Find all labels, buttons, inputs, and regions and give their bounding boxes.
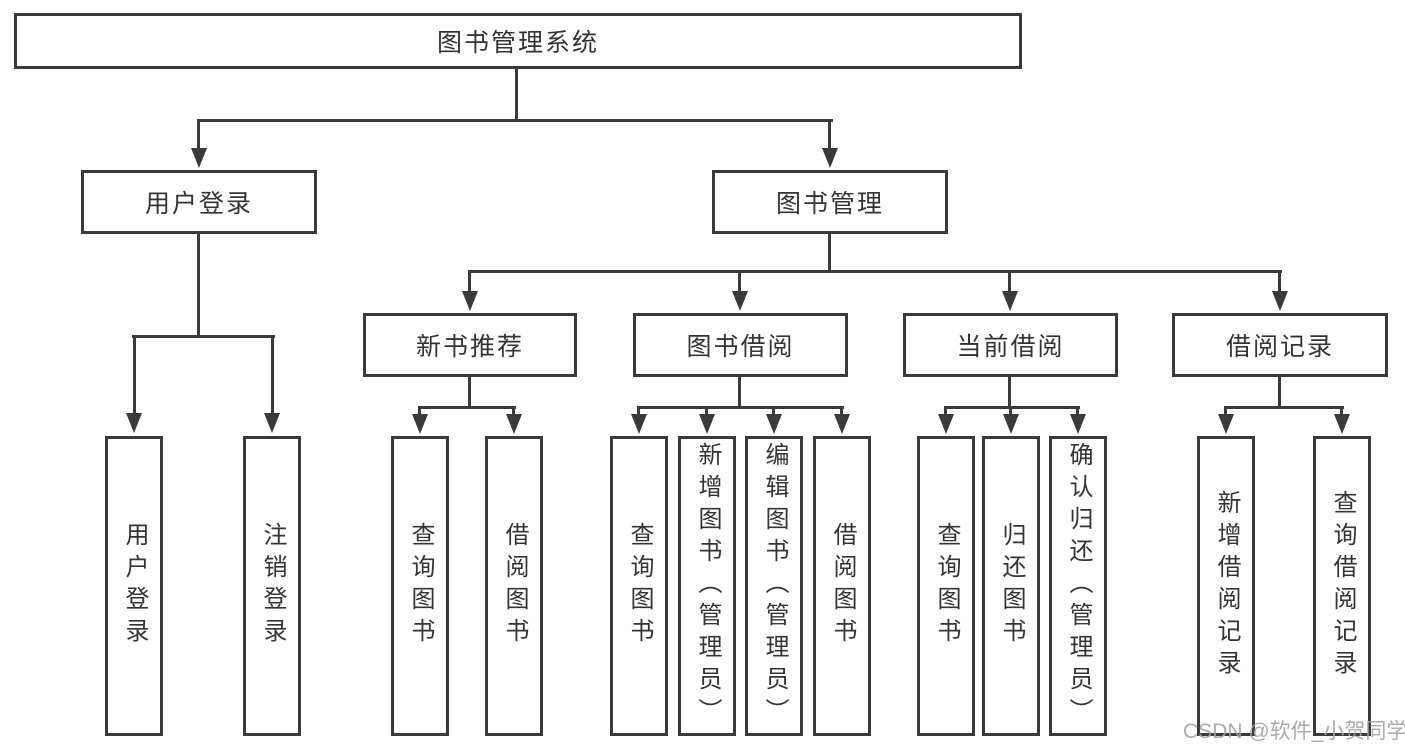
connector-line: [828, 234, 831, 272]
connector-line: [468, 270, 1282, 273]
connector-line: [1224, 408, 1227, 416]
connector-line: [1076, 408, 1079, 416]
arrow-down-icon: [834, 414, 850, 434]
csdn-watermark: CSDN @软件_小贺同学: [1183, 720, 1405, 743]
connector-line: [468, 377, 471, 408]
leaf-label: 新增图书（管理员）: [694, 442, 721, 730]
node-book-borrowing: 图书借阅: [633, 313, 848, 377]
leaf-borrow-books-recommendation: 借阅图书: [485, 436, 543, 736]
node-label: 借阅记录: [1225, 333, 1334, 361]
leaf-user-login: 用户登录: [105, 436, 163, 736]
connector-line: [1008, 272, 1011, 292]
node-label: 图书管理: [775, 190, 884, 218]
arrow-down-icon: [1334, 414, 1350, 434]
arrow-down-icon: [1272, 291, 1288, 311]
connector-line: [738, 377, 741, 408]
leaf-borrow-books-borrowing: 借阅图书: [813, 436, 871, 736]
leaf-label: 查询借阅记录: [1329, 490, 1356, 682]
connector-line: [1009, 408, 1012, 416]
arrow-down-icon: [766, 414, 782, 434]
connector-line: [468, 272, 471, 292]
leaf-edit-books-admin: 编辑图书（管理员）: [745, 436, 803, 736]
connector-line: [944, 408, 947, 416]
leaf-label: 查询图书: [626, 522, 653, 650]
arrow-down-icon: [126, 413, 142, 433]
node-label: 图书借阅: [686, 333, 795, 361]
connector-line: [512, 408, 515, 416]
arrow-down-icon: [462, 291, 478, 311]
node-label: 用户登录: [144, 190, 253, 218]
arrow-down-icon: [1002, 291, 1018, 311]
arrow-down-icon: [699, 414, 715, 434]
node-borrowing-records: 借阅记录: [1172, 313, 1388, 377]
connector-line: [637, 406, 844, 409]
arrow-down-icon: [191, 148, 207, 168]
connector-line: [197, 119, 833, 122]
connector-line: [1278, 272, 1281, 292]
leaf-query-borrow-record: 查询借阅记录: [1313, 436, 1371, 736]
arrow-down-icon: [1070, 414, 1086, 434]
leaf-add-borrow-record: 新增借阅记录: [1197, 436, 1255, 736]
leaf-label: 用户登录: [121, 522, 148, 650]
node-current-borrowing: 当前借阅: [903, 313, 1118, 377]
arrow-down-icon: [938, 414, 954, 434]
leaf-label: 归还图书: [998, 522, 1025, 650]
leaf-label: 注销登录: [259, 522, 286, 650]
arrow-down-icon: [631, 414, 647, 434]
leaf-label: 新增借阅记录: [1213, 490, 1240, 682]
node-book-management: 图书管理: [712, 170, 948, 234]
connector-line: [840, 408, 843, 416]
node-label: 图书管理系统: [436, 29, 599, 57]
arrow-down-icon: [822, 148, 838, 168]
node-label: 新书推荐: [415, 333, 524, 361]
node-library-management-system: 图书管理系统: [14, 13, 1022, 69]
leaf-add-books-admin: 新增图书（管理员）: [678, 436, 736, 736]
connector-line: [738, 272, 741, 292]
arrow-down-icon: [732, 291, 748, 311]
leaf-query-books-borrowing: 查询图书: [610, 436, 668, 736]
connector-line: [271, 337, 274, 414]
connector-line: [197, 121, 200, 149]
leaf-logout: 注销登录: [243, 436, 301, 736]
connector-line: [418, 406, 516, 409]
leaf-query-books-recommendation: 查询图书: [391, 436, 449, 736]
arrow-down-icon: [1218, 414, 1234, 434]
connector-line: [828, 121, 831, 149]
leaf-label: 编辑图书（管理员）: [761, 442, 788, 730]
leaf-query-books-current: 查询图书: [917, 436, 975, 736]
node-new-book-recommendation: 新书推荐: [363, 313, 577, 377]
connector-line: [944, 406, 1080, 409]
connector-line: [133, 337, 136, 414]
connector-line: [418, 408, 421, 416]
connector-line: [197, 234, 200, 337]
connector-line: [1224, 406, 1344, 409]
connector-line: [515, 69, 518, 121]
leaf-confirm-return-admin: 确认归还（管理员）: [1049, 436, 1107, 736]
connector-line: [1008, 377, 1011, 408]
node-label: 当前借阅: [956, 333, 1065, 361]
connector-line: [637, 408, 640, 416]
connector-line: [772, 408, 775, 416]
arrow-down-icon: [506, 414, 522, 434]
connector-line: [132, 335, 275, 338]
leaf-label: 借阅图书: [501, 522, 528, 650]
leaf-label: 查询图书: [933, 522, 960, 650]
leaf-label: 确认归还（管理员）: [1065, 442, 1092, 730]
leaf-return-books: 归还图书: [982, 436, 1040, 736]
arrow-down-icon: [1003, 414, 1019, 434]
leaf-label: 查询图书: [407, 522, 434, 650]
connector-line: [1278, 377, 1281, 408]
connector-line: [1340, 408, 1343, 416]
arrow-down-icon: [264, 413, 280, 433]
leaf-label: 借阅图书: [829, 522, 856, 650]
connector-line: [705, 408, 708, 416]
arrow-down-icon: [412, 414, 428, 434]
node-user-login: 用户登录: [81, 170, 317, 234]
